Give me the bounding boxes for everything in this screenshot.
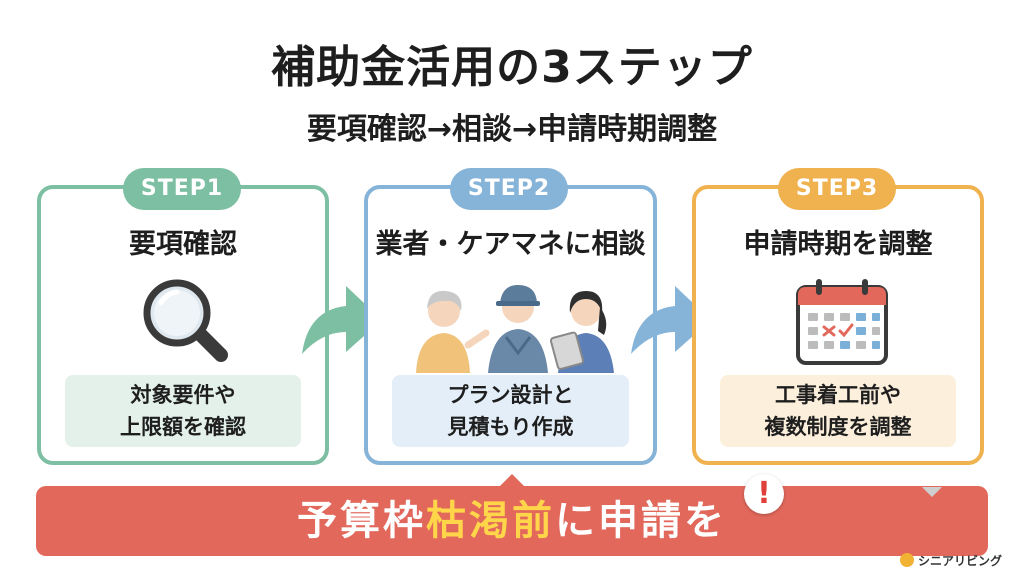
step2-description: プラン設計と 見積もり作成 bbox=[392, 375, 629, 447]
banner-text-highlight: 枯渇前 bbox=[426, 498, 555, 544]
step1-desc-line2: 上限額を確認 bbox=[120, 415, 246, 439]
banner-text-before: 予算枠 bbox=[297, 498, 426, 544]
step1-card: 要項確認 対象要件や 上限額を確認 bbox=[37, 185, 329, 465]
step3-card: 申請時期を調整 工事着工前や 複数制度を調整 bbox=[692, 185, 984, 465]
calendar-icon bbox=[796, 279, 888, 365]
step3-badge: STEP3 bbox=[778, 168, 896, 210]
step2-title: 業者・ケアマネに相談 bbox=[375, 229, 646, 260]
step3-desc-line2: 複数制度を調整 bbox=[764, 415, 912, 439]
step1-title: 要項確認 bbox=[129, 229, 237, 260]
banner-text: 予算枠枯渇前に申請を bbox=[36, 486, 988, 556]
step2-desc-line1: プラン設計と bbox=[447, 383, 574, 407]
banner-decoration bbox=[922, 487, 942, 497]
exclamation-icon: ! bbox=[744, 474, 784, 514]
consultation-people-illustration bbox=[416, 285, 614, 373]
banner-text-after: に申請を bbox=[555, 498, 727, 544]
banner-pointer bbox=[498, 474, 526, 488]
arrow-right-icon bbox=[631, 286, 711, 354]
step3-desc-line1: 工事着工前や bbox=[775, 383, 901, 407]
step2-card: 業者・ケアマネに相談 プラン設計と 見積もり作成 bbox=[364, 185, 657, 465]
step1-desc-line1: 対象要件や bbox=[130, 383, 236, 407]
step1-badge: STEP1 bbox=[123, 168, 241, 210]
brand-logo: シニアリビング bbox=[900, 552, 1002, 570]
deadline-banner: 予算枠枯渇前に申請を bbox=[36, 486, 988, 556]
page-title: 補助金活用の3ステップ bbox=[271, 42, 753, 93]
step2-badge: STEP2 bbox=[450, 168, 568, 210]
step3-description: 工事着工前や 複数制度を調整 bbox=[720, 375, 956, 447]
brand-name: シニアリビング bbox=[918, 554, 1003, 568]
step2-desc-line2: 見積もり作成 bbox=[447, 415, 574, 439]
page-subtitle: 要項確認→相談→申請時期調整 bbox=[306, 112, 718, 147]
brand-mark-icon bbox=[900, 553, 914, 567]
step1-description: 対象要件や 上限額を確認 bbox=[65, 375, 301, 447]
step3-title: 申請時期を調整 bbox=[743, 229, 933, 260]
arrow-right-icon bbox=[302, 286, 382, 354]
magnifier-icon bbox=[143, 279, 228, 362]
